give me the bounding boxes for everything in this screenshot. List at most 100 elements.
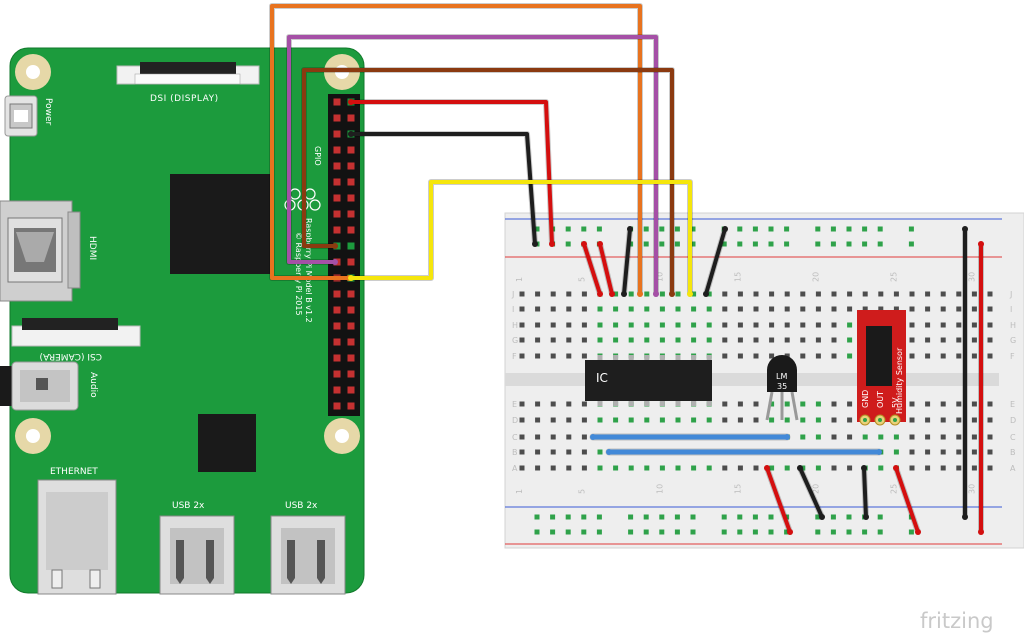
- gpio-pin[interactable]: [347, 370, 355, 378]
- breadboard-hole[interactable]: [550, 449, 556, 455]
- breadboard-hole[interactable]: [908, 529, 914, 535]
- breadboard-hole[interactable]: [581, 529, 587, 535]
- breadboard-hole[interactable]: [675, 322, 681, 328]
- breadboard-hole[interactable]: [644, 417, 650, 423]
- breadboard-hole[interactable]: [831, 401, 837, 407]
- breadboard-hole[interactable]: [847, 417, 853, 423]
- breadboard-hole[interactable]: [925, 434, 931, 440]
- breadboard-hole[interactable]: [956, 337, 962, 343]
- breadboard-hole[interactable]: [800, 337, 806, 343]
- breadboard-hole[interactable]: [831, 353, 837, 359]
- breadboard-hole[interactable]: [675, 291, 681, 297]
- breadboard-hole[interactable]: [659, 529, 665, 535]
- breadboard-hole[interactable]: [893, 434, 899, 440]
- gpio-pin[interactable]: [333, 162, 341, 170]
- breadboard-hole[interactable]: [987, 417, 993, 423]
- breadboard-hole[interactable]: [628, 306, 634, 312]
- breadboard-hole[interactable]: [971, 353, 977, 359]
- breadboard-hole[interactable]: [752, 241, 758, 247]
- breadboard-hole[interactable]: [956, 353, 962, 359]
- breadboard-hole[interactable]: [644, 322, 650, 328]
- breadboard-hole[interactable]: [956, 306, 962, 312]
- gpio-pin[interactable]: [347, 114, 355, 122]
- breadboard-hole[interactable]: [581, 514, 587, 520]
- breadboard-hole[interactable]: [737, 337, 743, 343]
- breadboard-hole[interactable]: [722, 306, 728, 312]
- breadboard-hole[interactable]: [613, 322, 619, 328]
- breadboard-hole[interactable]: [737, 226, 743, 232]
- breadboard-hole[interactable]: [784, 291, 790, 297]
- gpio-pin[interactable]: [333, 370, 341, 378]
- breadboard-hole[interactable]: [550, 514, 556, 520]
- breadboard-hole[interactable]: [566, 353, 572, 359]
- red-jumper-4[interactable]: [894, 466, 920, 534]
- breadboard-hole[interactable]: [566, 449, 572, 455]
- breadboard-hole[interactable]: [769, 353, 775, 359]
- breadboard-hole[interactable]: [706, 417, 712, 423]
- breadboard-hole[interactable]: [535, 401, 541, 407]
- breadboard-hole[interactable]: [784, 306, 790, 312]
- breadboard-hole[interactable]: [534, 529, 540, 535]
- red-jumper-3[interactable]: [765, 466, 792, 534]
- breadboard-hole[interactable]: [643, 226, 649, 232]
- breadboard-hole[interactable]: [519, 291, 525, 297]
- breadboard-hole[interactable]: [940, 306, 946, 312]
- breadboard-hole[interactable]: [581, 417, 587, 423]
- breadboard-hole[interactable]: [722, 322, 728, 328]
- breadboard-hole[interactable]: [800, 291, 806, 297]
- breadboard-hole[interactable]: [628, 322, 634, 328]
- breadboard-hole[interactable]: [847, 353, 853, 359]
- breadboard-hole[interactable]: [659, 241, 665, 247]
- breadboard-hole[interactable]: [987, 449, 993, 455]
- breadboard-hole[interactable]: [908, 226, 914, 232]
- breadboard-hole[interactable]: [956, 291, 962, 297]
- breadboard-hole[interactable]: [566, 401, 572, 407]
- breadboard-hole[interactable]: [659, 417, 665, 423]
- breadboard-hole[interactable]: [535, 465, 541, 471]
- breadboard-hole[interactable]: [877, 226, 883, 232]
- gpio-pin[interactable]: [333, 322, 341, 330]
- breadboard-hole[interactable]: [644, 306, 650, 312]
- breadboard-hole[interactable]: [846, 529, 852, 535]
- breadboard-hole[interactable]: [628, 514, 634, 520]
- breadboard-hole[interactable]: [565, 226, 571, 232]
- breadboard-hole[interactable]: [815, 529, 821, 535]
- breadboard-hole[interactable]: [581, 226, 587, 232]
- breadboard-hole[interactable]: [675, 306, 681, 312]
- breadboard-hole[interactable]: [769, 306, 775, 312]
- breadboard-hole[interactable]: [847, 322, 853, 328]
- breadboard-hole[interactable]: [768, 226, 774, 232]
- breadboard-hole[interactable]: [940, 337, 946, 343]
- breadboard-hole[interactable]: [753, 353, 759, 359]
- breadboard-hole[interactable]: [550, 434, 556, 440]
- breadboard-hole[interactable]: [674, 529, 680, 535]
- breadboard-hole[interactable]: [613, 291, 619, 297]
- breadboard-hole[interactable]: [769, 417, 775, 423]
- red-jumper-1[interactable]: [582, 242, 602, 296]
- breadboard-hole[interactable]: [909, 449, 915, 455]
- gpio-pin[interactable]: [347, 162, 355, 170]
- brown-wire[interactable]: [302, 68, 674, 296]
- breadboard-hole[interactable]: [847, 306, 853, 312]
- breadboard-hole[interactable]: [847, 337, 853, 343]
- breadboard-hole[interactable]: [519, 449, 525, 455]
- breadboard-hole[interactable]: [535, 449, 541, 455]
- breadboard-hole[interactable]: [753, 417, 759, 423]
- breadboard-hole[interactable]: [971, 465, 977, 471]
- breadboard-hole[interactable]: [674, 226, 680, 232]
- breadboard-hole[interactable]: [706, 291, 712, 297]
- breadboard-hole[interactable]: [940, 417, 946, 423]
- breadboard-hole[interactable]: [925, 322, 931, 328]
- breadboard-hole[interactable]: [690, 529, 696, 535]
- breadboard-hole[interactable]: [925, 465, 931, 471]
- breadboard-hole[interactable]: [846, 514, 852, 520]
- gpio-pin[interactable]: [347, 242, 355, 250]
- gpio-pin[interactable]: [347, 402, 355, 410]
- breadboard-hole[interactable]: [519, 465, 525, 471]
- breadboard-hole[interactable]: [815, 337, 821, 343]
- breadboard-hole[interactable]: [721, 529, 727, 535]
- breadboard-hole[interactable]: [877, 529, 883, 535]
- breadboard-hole[interactable]: [847, 465, 853, 471]
- breadboard-hole[interactable]: [550, 322, 556, 328]
- breadboard-hole[interactable]: [940, 322, 946, 328]
